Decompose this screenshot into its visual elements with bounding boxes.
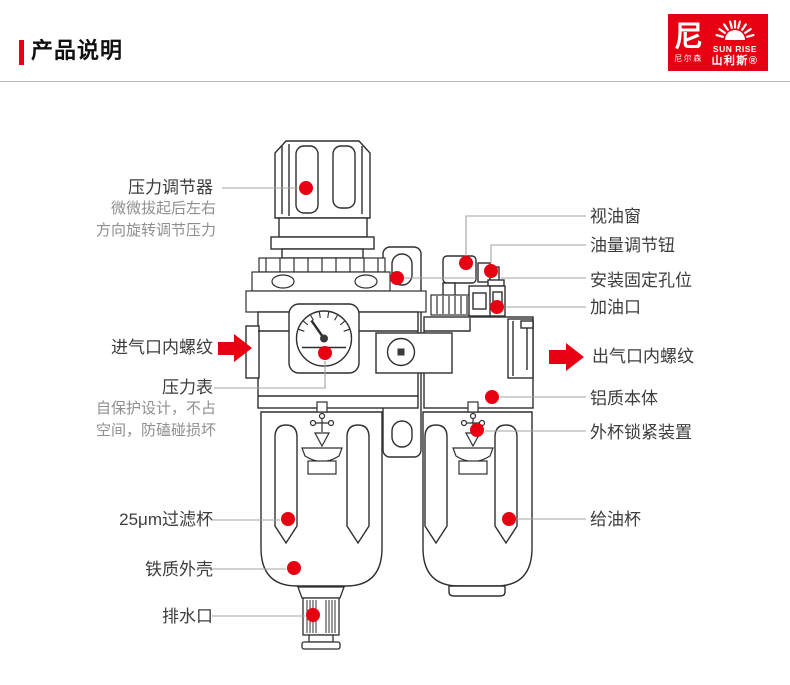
callout-dot-cup-lock [470,423,484,437]
sunrise-icon [715,20,755,41]
brand-logo: 尼 尼尔森 SUN RISE 山利斯® [668,14,768,71]
brand-mark: 尼 [673,21,703,53]
label-pressure-gauge-desc2: 空间，防磕碰损坏 [95,422,216,439]
label-aluminum-body: 铝质本体 [590,389,658,408]
gauge-ticks [298,311,350,332]
pressure-gauge [288,303,360,374]
label-oil-fill-port: 加油口 [590,298,641,317]
callout-dot-aluminum-body [485,390,499,404]
title-accent-bar [19,40,24,65]
brand-logo-left: 尼 尼尔森 [674,22,703,63]
callout-dot-iron-shell [287,561,301,575]
lubricator-body [423,316,534,409]
label-pressure-regulator: 压力调节器 [128,178,213,197]
callout-dot-drain [306,608,320,622]
label-pressure-regulator-desc1: 微微拔起后左右 [110,200,216,217]
label-filter-cup: 25μm过滤杯 [119,510,213,529]
regulator-lock-ring [245,257,427,313]
label-outlet-thread: 出气口内螺纹 [592,347,694,366]
leader-lines [212,187,586,617]
label-oil-cup: 给油杯 [590,510,641,529]
page-title: 产品说明 [31,38,124,63]
regulator-knob [270,140,375,259]
inlet-arrow-icon [218,334,252,362]
center-connector-arm [375,332,453,374]
callout-dot-oil-cup [502,512,516,526]
filter-latch-mechanism [301,401,343,475]
outlet-arrow-icon [549,343,584,371]
filter-sight-slot [346,424,370,545]
label-mounting-holes: 安装固定孔位 [590,271,692,290]
label-pressure-gauge: 压力表 [162,378,213,397]
label-sight-window: 视油窗 [590,207,641,226]
oil-fill-cap [468,279,506,317]
brand-name-en: SUN RISE [712,44,758,55]
callout-dots [281,181,516,622]
label-pressure-regulator-desc2: 方向旋转调节压力 [95,222,216,239]
oiler-sight-slot [424,424,448,545]
filter-bowl [260,411,383,587]
callout-dot-oil-knob [484,264,498,278]
callout-dot-regulator [299,181,313,195]
callout-dot-sight-window [459,256,473,270]
callout-dot-mounting-hole [390,271,404,285]
label-cup-lock: 外杯锁紧装置 [590,423,692,442]
bracket-hole-bottom [391,420,413,448]
drain-valve [297,586,345,650]
ribbed-connector [430,294,472,316]
brand-company-name: 尼尔森 [674,54,703,63]
brand-logo-right: SUN RISE 山利斯® [708,18,762,67]
label-pressure-gauge-desc1: 自保护设计，不占 [95,400,216,417]
brand-name-cn: 山利斯® [711,54,759,67]
callout-dot-fill-port [490,300,504,314]
callout-dot-filter-cup [281,512,295,526]
label-iron-shell: 铁质外壳 [145,560,213,579]
header-divider [0,81,790,82]
oiler-bowl [422,411,533,597]
oiler-bowl-foot [448,585,506,597]
label-inlet-thread: 进气口内螺纹 [111,338,213,357]
outlet-port [507,318,534,379]
label-oil-adjust-knob: 油量调节钮 [590,236,675,255]
gauge-pivot [320,334,328,343]
label-drain-port: 排水口 [162,607,213,626]
callout-dot-gauge [318,346,332,360]
